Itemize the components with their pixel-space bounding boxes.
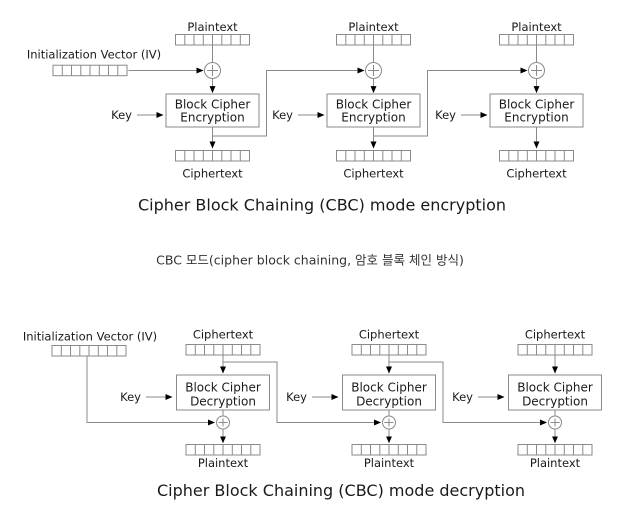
- chain-connector: [223, 361, 381, 426]
- cipher-box-subtitle: Encryption: [341, 111, 405, 125]
- ciphertext-label: Ciphertext: [343, 167, 404, 181]
- ciphertext-block: [175, 150, 250, 162]
- ciphertext-block: [351, 344, 427, 356]
- xor-icon: [216, 415, 230, 430]
- cipher-box-subtitle: Encryption: [504, 111, 568, 125]
- cipher-box-subtitle: Encryption: [180, 111, 244, 125]
- plaintext-label: Plaintext: [348, 20, 399, 34]
- decryption-column-3: [478, 344, 602, 456]
- iv-block: [52, 64, 128, 77]
- plaintext-block: [336, 34, 411, 46]
- encryption-column-2: [298, 34, 528, 162]
- iv-label: Initialization Vector (IV): [23, 330, 157, 344]
- plaintext-label: Plaintext: [530, 456, 581, 470]
- encryption-wiring: [52, 34, 584, 162]
- cipher-box-title: Block Cipher: [351, 381, 427, 395]
- plaintext-block: [517, 444, 593, 456]
- encryption-diagram: Initialization Vector (IV) Plaintext Pla…: [27, 20, 584, 215]
- cipher-box-title: Block Cipher: [185, 381, 261, 395]
- encryption-column-1: [137, 34, 365, 162]
- cipher-box-title: Block Cipher: [175, 98, 251, 112]
- ciphertext-block: [336, 150, 411, 162]
- plaintext-label: Plaintext: [187, 20, 238, 34]
- cipher-box-subtitle: Decryption: [190, 395, 256, 409]
- xor-icon: [382, 415, 396, 430]
- cipher-box-subtitle: Decryption: [356, 395, 422, 409]
- key-label: Key: [120, 390, 141, 404]
- cipher-box-title: Block Cipher: [499, 98, 575, 112]
- chain-connector: [373, 67, 528, 137]
- plaintext-label: Plaintext: [198, 456, 249, 470]
- plaintext-block: [351, 444, 427, 456]
- plaintext-block: [185, 444, 261, 456]
- ciphertext-label: Ciphertext: [506, 167, 567, 181]
- xor-icon: [204, 62, 221, 79]
- ciphertext-label: Ciphertext: [182, 167, 243, 181]
- cipher-box: [342, 374, 436, 411]
- plaintext-block: [175, 34, 250, 46]
- iv-block: [51, 345, 127, 357]
- iv-to-xor-connector: [86, 356, 215, 426]
- key-label: Key: [111, 108, 132, 122]
- xor-icon: [365, 62, 382, 79]
- cipher-box-title: Block Cipher: [336, 98, 412, 112]
- encryption-caption: Cipher Block Chaining (CBC) mode encrypt…: [138, 196, 506, 215]
- ciphertext-block: [499, 150, 574, 162]
- cipher-box: [508, 374, 602, 411]
- cipher-box: [326, 93, 421, 128]
- decryption-labels: Initialization Vector (IV) Ciphertext Ci…: [23, 328, 593, 501]
- cipher-box: [489, 93, 584, 128]
- xor-icon: [548, 415, 562, 430]
- plaintext-label: Plaintext: [511, 20, 562, 34]
- decryption-wiring: [51, 344, 602, 456]
- cipher-box-subtitle: Decryption: [522, 395, 588, 409]
- ciphertext-label: Ciphertext: [525, 328, 586, 342]
- iv-label: Initialization Vector (IV): [27, 48, 161, 62]
- chain-connector: [212, 67, 365, 137]
- decryption-column-2: [312, 344, 547, 456]
- plaintext-block: [499, 34, 574, 46]
- key-label: Key: [286, 390, 307, 404]
- ciphertext-block: [185, 344, 261, 356]
- decryption-diagram: Initialization Vector (IV) Ciphertext Ci…: [23, 328, 602, 501]
- key-label: Key: [452, 390, 473, 404]
- cipher-box: [165, 93, 260, 128]
- cipher-box-title: Block Cipher: [517, 381, 593, 395]
- encryption-labels: Initialization Vector (IV) Plaintext Pla…: [27, 20, 574, 215]
- decryption-column-1: [146, 344, 381, 456]
- korean-caption: CBC 모드(cipher block chaining, 암호 블록 체인 방…: [156, 253, 464, 268]
- plaintext-label: Plaintext: [364, 456, 415, 470]
- key-label: Key: [272, 108, 293, 122]
- chain-connector: [389, 361, 547, 426]
- decryption-caption: Cipher Block Chaining (CBC) mode decrypt…: [157, 481, 525, 500]
- ciphertext-label: Ciphertext: [359, 328, 420, 342]
- ciphertext-block: [517, 344, 593, 356]
- xor-icon: [528, 62, 545, 79]
- cipher-box: [176, 374, 270, 411]
- key-label: Key: [435, 108, 456, 122]
- encryption-column-3: [461, 34, 584, 162]
- ciphertext-label: Ciphertext: [193, 328, 254, 342]
